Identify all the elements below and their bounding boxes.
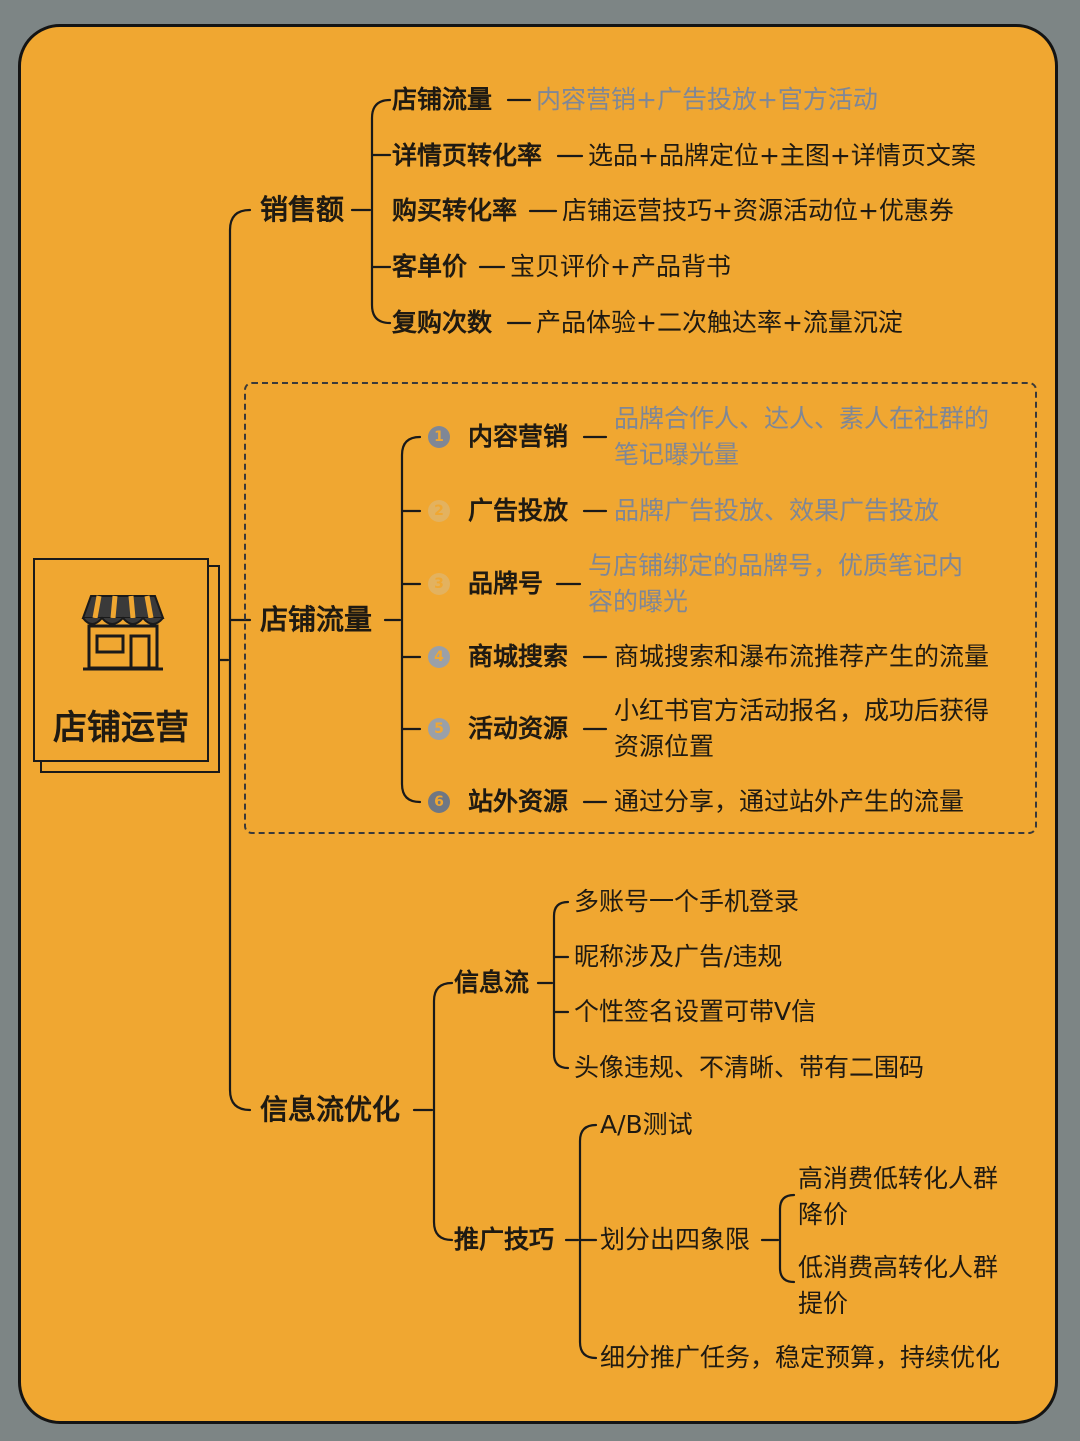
traffic-item-desc: 资源位置 <box>614 732 715 761</box>
root-title: 店铺运营 <box>53 708 189 748</box>
sales-item-label: 复购次数 <box>392 308 493 337</box>
sales-item-desc: 宝贝评价+产品背书 <box>510 252 731 281</box>
root-node: 店铺运营 <box>33 558 209 762</box>
sales-item-desc: 内容营销+广告投放+官方活动 <box>536 85 878 114</box>
quad-item: 提价 <box>798 1289 849 1318</box>
info-item: 个性签名设置可带V信 <box>574 997 817 1026</box>
info-item: 多账号一个手机登录 <box>574 887 800 916</box>
promo-last: 细分推广任务，稳定预算，持续优化 <box>600 1343 1001 1372</box>
traffic-title: 店铺流量 <box>260 603 373 636</box>
sales-item-desc: 选品+品牌定位+主图+详情页文案 <box>588 141 976 170</box>
sales-item-desc: 店铺运营技巧+资源活动位+优惠券 <box>562 196 954 225</box>
traffic-item-desc: 品牌合作人、达人、素人在社群的 <box>614 404 990 433</box>
traffic-item-label: 活动资源 <box>468 714 569 743</box>
sales-item-label: 购买转化率 <box>392 196 518 225</box>
promo-title: 推广技巧 <box>454 1225 555 1254</box>
sales-item-label: 店铺流量 <box>392 85 493 114</box>
traffic-item-label: 内容营销 <box>468 422 569 451</box>
traffic-item-desc: 容的曝光 <box>588 587 689 616</box>
sales-item-label: 客单价 <box>392 252 468 281</box>
number-badge: 1 <box>428 426 450 448</box>
traffic-item-desc: 品牌广告投放、效果广告投放 <box>614 496 940 525</box>
traffic-item-label: 站外资源 <box>468 787 569 816</box>
traffic-item-desc: 商城搜索和瀑布流推荐产生的流量 <box>614 642 990 671</box>
traffic-item-desc: 小红书官方活动报名，成功后获得 <box>614 696 990 725</box>
quad-item: 高消费低转化人群 <box>798 1164 999 1193</box>
traffic-item-label: 商城搜索 <box>468 642 569 671</box>
traffic-item-label: 广告投放 <box>468 496 569 525</box>
number-badge: 5 <box>428 718 450 740</box>
info-item: 昵称涉及广告/违规 <box>574 942 783 971</box>
info-item: 头像违规、不清晰、带有二围码 <box>574 1053 925 1082</box>
number-badge: 2 <box>428 500 450 522</box>
traffic-dashed-frame <box>244 382 1037 834</box>
promo-ab: A/B测试 <box>600 1110 693 1139</box>
feed-title: 信息流优化 <box>260 1093 401 1126</box>
sales-title: 销售额 <box>260 193 345 226</box>
traffic-item-desc: 与店铺绑定的品牌号，优质笔记内 <box>588 551 964 580</box>
traffic-item-label: 品牌号 <box>468 569 544 598</box>
promo-quad-label: 划分出四象限 <box>600 1225 751 1254</box>
quad-item: 降价 <box>798 1200 849 1229</box>
traffic-item-desc: 笔记曝光量 <box>614 440 740 469</box>
traffic-item-desc: 通过分享，通过站外产生的流量 <box>614 787 965 816</box>
quad-item: 低消费高转化人群 <box>798 1253 999 1282</box>
sales-item-desc: 产品体验+二次触达率+流量沉淀 <box>536 308 903 337</box>
sales-item-label: 详情页转化率 <box>392 141 543 170</box>
number-badge: 4 <box>428 646 450 668</box>
number-badge: 3 <box>428 573 450 595</box>
shop-icon <box>81 595 165 671</box>
info-title: 信息流 <box>454 968 530 997</box>
number-badge: 6 <box>428 791 450 813</box>
